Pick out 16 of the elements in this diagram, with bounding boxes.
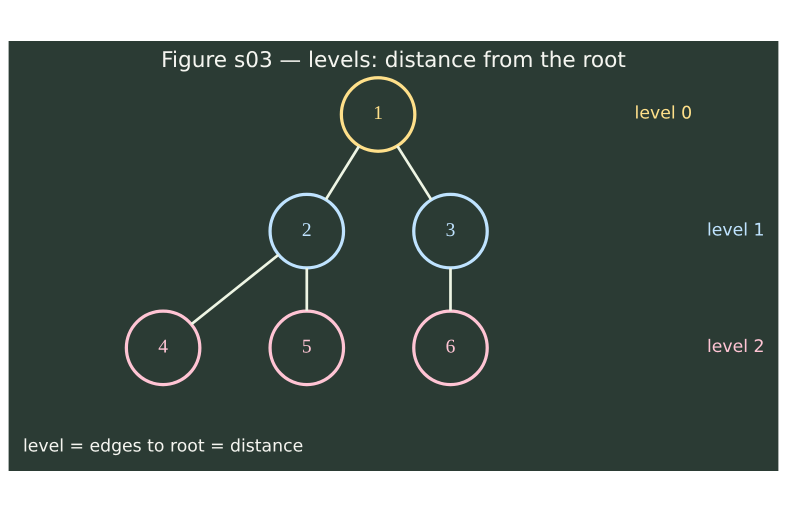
node-circle: 5: [268, 309, 346, 386]
connector: [324, 146, 360, 200]
connector: [190, 254, 280, 326]
label: level 1: [706, 220, 764, 240]
node-circle: 3: [412, 192, 489, 270]
node-circle: 4: [124, 309, 202, 386]
label: level 0: [634, 104, 692, 124]
label: level 2: [706, 336, 764, 357]
connector: [449, 268, 452, 311]
node-circle: 1: [340, 76, 416, 153]
diagram-title: Figure s03 — levels: distance from the root: [161, 48, 626, 73]
node-circle: 6: [412, 309, 489, 386]
label: level = edges to root = distance: [23, 436, 304, 456]
connector: [305, 268, 308, 311]
node-circle: 2: [268, 192, 346, 270]
connector: [396, 145, 432, 200]
